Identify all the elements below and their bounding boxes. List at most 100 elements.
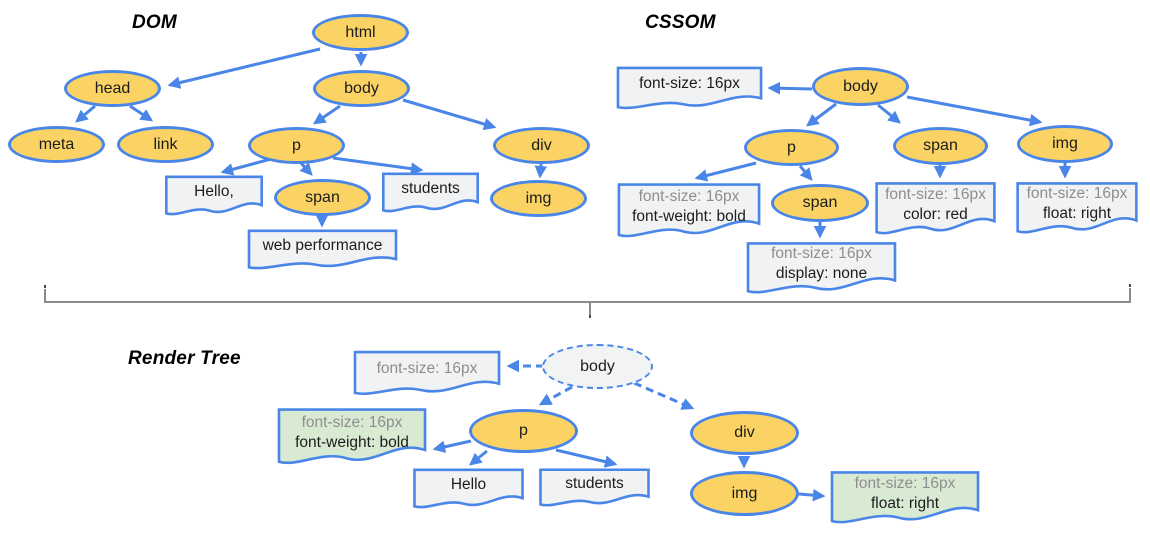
document-shape (277, 407, 427, 467)
cssom-rule-p-text: font-size: 16px font-weight: bold (617, 182, 761, 231)
cssom-rule-img-line2: float: right (1042, 205, 1112, 222)
cssom-node-img-label: img (1052, 135, 1078, 152)
dom-node-link-label: link (153, 135, 178, 153)
render-rule-body-line1: font-size: 16px (376, 360, 478, 378)
render-node-div-label: div (734, 424, 755, 441)
dom-node-head: head (64, 70, 161, 107)
document-shape (1016, 181, 1138, 236)
cssom-rule-span-in-p-text: font-size: 16px display: none (746, 241, 897, 287)
dom-textnode-hello-label: Hello, (194, 182, 234, 200)
cssom-node-span-in-body-label: span (923, 137, 958, 154)
render-node-p: p (469, 409, 578, 453)
dom-node-body: body (313, 70, 410, 107)
cssom-node-p-label: p (787, 138, 796, 156)
document-shape (247, 229, 398, 271)
document-shape (539, 468, 650, 508)
arrow-p-to-hello (220, 157, 272, 176)
cssom-rule-img-line1: font-size: 16px (1026, 185, 1128, 203)
cssom-node-p: p (744, 129, 839, 166)
arrow-cssom-body-to-span (877, 103, 901, 124)
document-shape (617, 182, 761, 240)
cssom-rule-body: font-size: 16px (616, 66, 763, 111)
arrow-cssom-p-to-span (798, 165, 813, 181)
dom-node-meta: meta (8, 126, 105, 163)
cssom-rule-p-line1: font-size: 16px (638, 187, 740, 205)
cssom-node-span-in-body: span (893, 127, 988, 165)
render-node-body: body (542, 344, 653, 389)
document-shape (382, 172, 479, 214)
dom-node-link: link (117, 126, 214, 163)
dom-tree-title: DOM (132, 12, 177, 33)
render-node-img-label: img (731, 484, 758, 502)
cssom-rule-body-text: font-size: 16px (616, 66, 763, 102)
cssom-node-span-in-p: span (771, 184, 869, 222)
dom-node-div-label: div (531, 136, 552, 154)
arrow-body-to-div (402, 98, 497, 131)
render-textnode-hello: Hello (413, 468, 524, 510)
arrow-render-p-to-rule (432, 439, 472, 453)
dom-node-html: html (312, 14, 409, 51)
dom-node-head-label: head (94, 79, 131, 97)
dom-textnode-webperf: web performance (247, 229, 398, 271)
render-rule-p-line1: font-size: 16px (301, 413, 403, 431)
dom-node-span: span (274, 179, 371, 216)
dom-node-p-label: p (292, 136, 301, 154)
cssom-rule-span-in-body-text: font-size: 16px color: red (875, 181, 996, 228)
cssom-node-body-label: body (843, 77, 878, 95)
render-node-body-label: body (580, 357, 615, 375)
arrow-div-to-img (534, 163, 548, 179)
render-rule-body-text: font-size: 16px (353, 350, 501, 388)
arrow-head-to-link (129, 104, 154, 122)
cssom-rule-span-in-p-line2: display: none (775, 265, 868, 282)
cssom-rule-p: font-size: 16px font-weight: bold (617, 182, 761, 240)
cssom-rule-span-in-p-line1: font-size: 16px (771, 245, 872, 263)
cssom-rule-span-in-p: font-size: 16px display: none (746, 241, 897, 296)
arrow-head-to-meta (75, 104, 96, 123)
dom-node-div: div (493, 127, 590, 164)
arrow-cssom-body-to-rule (767, 81, 813, 95)
render-node-div: div (690, 411, 799, 455)
dom-textnode-students-label: students (401, 179, 460, 197)
dom-textnode-hello: Hello, (165, 175, 263, 217)
arrow-body-to-p (312, 104, 341, 125)
render-rule-img-line2: float: right (870, 494, 940, 512)
cssom-rule-span-in-body-line2: color: red (903, 205, 968, 223)
cssom-node-img: img (1017, 125, 1113, 163)
dom-textnode-webperf-label: web performance (262, 236, 383, 254)
document-shape (875, 181, 996, 237)
document-shape (413, 468, 524, 510)
arrow-render-p-to-students (555, 448, 618, 468)
document-shape (353, 350, 501, 397)
arrow-render-img-to-rule (798, 488, 826, 502)
arrow-render-body-to-p (538, 385, 573, 406)
document-shape (746, 241, 897, 296)
cssom-rule-body-line1: font-size: 16px (639, 75, 740, 93)
cssom-rule-p-line2: font-weight: bold (632, 207, 746, 225)
arrow-cssom-p-to-rule (694, 161, 757, 182)
arrow-cssom-body-to-img (906, 95, 1043, 127)
dom-node-span-label: span (305, 188, 340, 206)
render-tree-title: Render Tree (128, 348, 241, 369)
cssom-rule-span-in-body-line1: font-size: 16px (885, 185, 986, 203)
arrow-render-p-to-hello (469, 449, 488, 466)
render-rule-body: font-size: 16px (353, 350, 501, 397)
arrow-render-body-to-div (633, 381, 695, 410)
cssom-node-body: body (812, 67, 909, 106)
cssom-rule-span-in-body: font-size: 16px color: red (875, 181, 996, 237)
dom-node-img-label: img (525, 189, 552, 207)
dom-node-p: p (248, 127, 345, 164)
dom-node-html-label: html (345, 23, 376, 41)
divider-line (44, 288, 1131, 315)
cssom-tree-title: CSSOM (645, 12, 716, 33)
divider-ticks (44, 284, 1131, 318)
dom-node-img: img (490, 180, 587, 217)
cssom-rule-img: font-size: 16px float: right (1016, 181, 1138, 236)
dom-node-meta-label: meta (38, 135, 75, 153)
render-textnode-students: students (539, 468, 650, 508)
arrow-cssom-body-to-p (805, 102, 837, 127)
